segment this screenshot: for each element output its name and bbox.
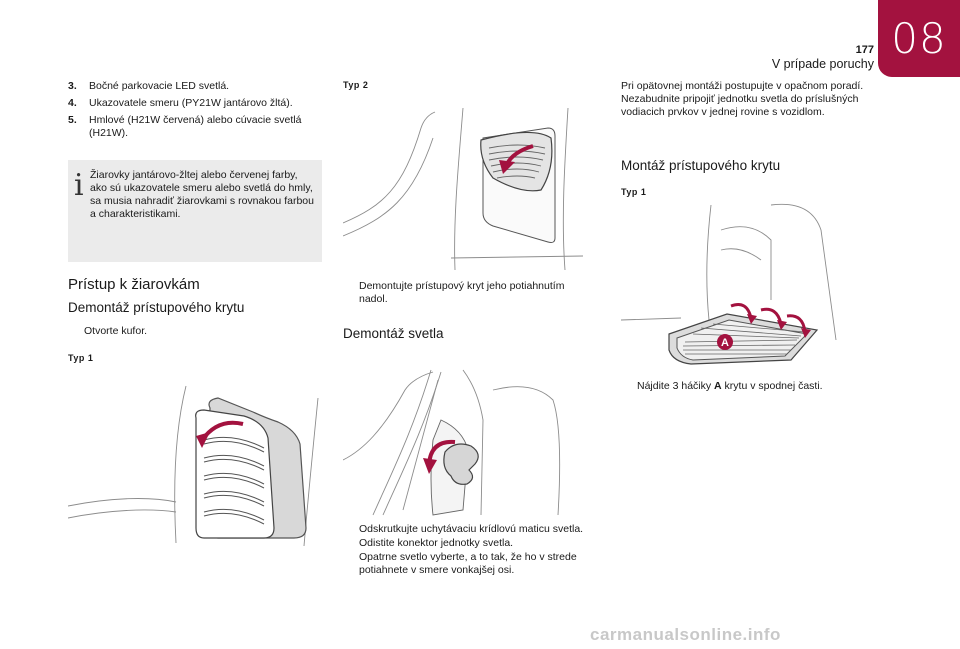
bullet-item: Opatrne svetlo vyberte, a to tak, že ho … [343, 551, 598, 577]
arrow-icon [423, 458, 437, 474]
type-label: Typ 1 [621, 187, 647, 197]
wing-nut [443, 443, 479, 485]
bullet-icon [343, 523, 359, 536]
heading-access: Prístup k žiarovkám [68, 276, 200, 293]
bullet-item: Odistite konektor jednotky svetla. [343, 537, 598, 550]
type-label: Typ 1 [68, 353, 94, 363]
type-label: Typ 2 [343, 80, 369, 90]
hook-label-a: A [721, 337, 729, 349]
bullet-icon [621, 380, 637, 393]
bullet-item: Odskrutkujte uchytávaciu krídlovú maticu… [343, 523, 598, 536]
cover-pull-illustration [343, 107, 584, 271]
bullet-icon [343, 551, 359, 577]
watermark: carmanualsonline.info [590, 625, 781, 644]
note-text: Žiarovky jantárovo-žltej alebo červenej … [90, 169, 314, 220]
bullet-item: Otvorte kufor. [68, 325, 147, 338]
chapter-tab: 08 [878, 0, 960, 77]
cover-hooks-illustration: A [621, 203, 837, 365]
bullet-item: Demontujte prístupový kryt jeho potiahnu… [343, 280, 593, 306]
bullet-icon [343, 280, 359, 306]
hook-marker-a [717, 334, 733, 350]
list-item: 5. Hmlové (H21W červená) alebo cúvacie s… [68, 114, 302, 139]
bullet-icon [343, 537, 359, 550]
heading-light-removal: Demontáž svetla [343, 326, 444, 341]
info-note: i Žiarovky jantárovo-žltej alebo červene… [68, 160, 322, 262]
wing-nut-illustration [343, 369, 561, 516]
bullet-icon [68, 325, 84, 338]
access-cover-illustration [68, 385, 319, 547]
light-removal-steps: Odskrutkujte uchytávaciu krídlovú maticu… [343, 523, 598, 578]
bulb-list: 3. Bočné parkovacie LED svetlá. 4. Ukazo… [68, 80, 320, 144]
list-item: 3. Bočné parkovacie LED svetlá. [68, 80, 230, 92]
list-item: 4. Ukazovatele smeru (PY21W jantárovo žl… [68, 97, 293, 109]
bullet-item: Nájdite 3 háčiky A krytu v spodnej časti… [621, 380, 883, 393]
arrow-icon [196, 432, 210, 448]
heading-cover-install: Montáž prístupového krytu [621, 158, 781, 173]
page-number: 177 [855, 44, 874, 56]
subheading-removal: Demontáž prístupového krytu [68, 300, 245, 315]
reinstall-paragraph: Pri opätovnej montáži postupujte v opačn… [621, 80, 864, 118]
info-icon: i [74, 168, 84, 203]
section-title: V prípade poruchy [771, 57, 874, 71]
arrow-icon [499, 160, 515, 174]
